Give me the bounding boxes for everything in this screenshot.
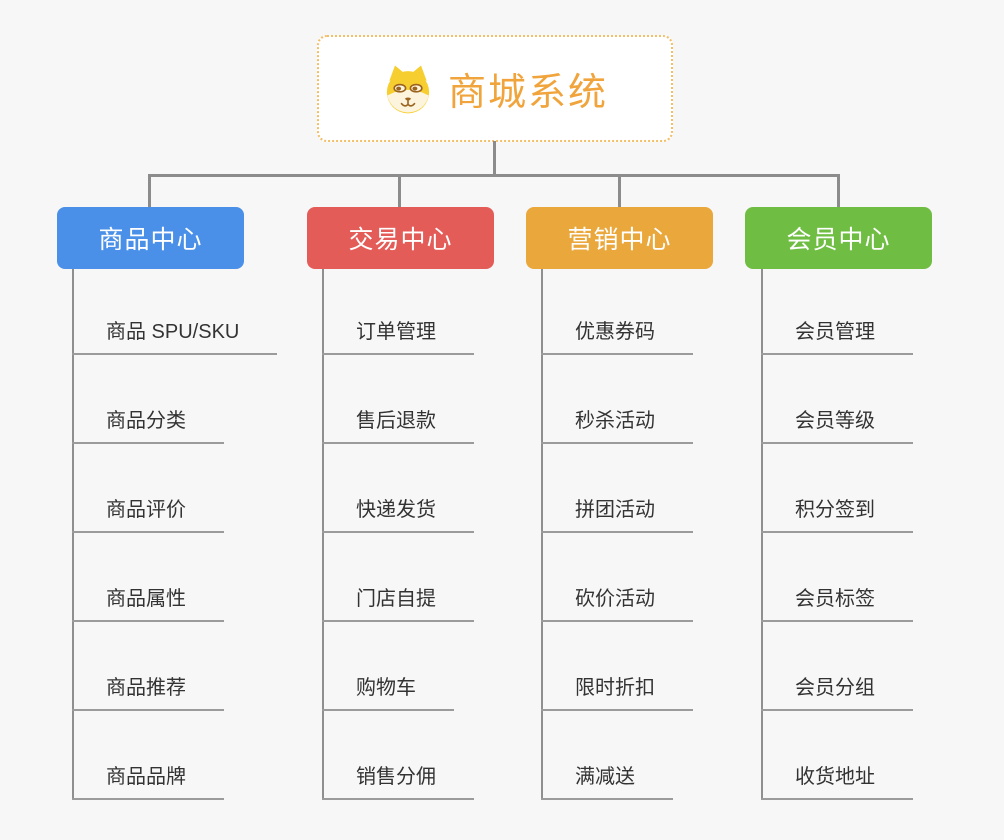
- connector-drop-members: [837, 176, 840, 208]
- subtopic[interactable]: 会员分组: [761, 622, 913, 711]
- branch-label: 会员中心: [786, 226, 891, 254]
- subtopic[interactable]: 商品属性: [72, 533, 224, 622]
- subtopic[interactable]: 会员标签: [761, 533, 913, 622]
- branch-topic-members[interactable]: 会员中心: [745, 207, 932, 269]
- subtopic[interactable]: 门店自提: [322, 533, 474, 622]
- subtopic[interactable]: 售后退款: [322, 355, 474, 444]
- subtopic[interactable]: 商品分类: [72, 355, 224, 444]
- branch-label: 营销中心: [567, 226, 672, 254]
- branch-items-trade: 订单管理 售后退款 快递发货 门店自提 购物车 销售分佣: [322, 269, 474, 800]
- branch-topic-marketing[interactable]: 营销中心: [526, 207, 713, 269]
- branch-topic-products[interactable]: 商品中心: [57, 207, 244, 269]
- subtopic[interactable]: 满减送: [541, 711, 673, 800]
- subtopic[interactable]: 商品品牌: [72, 711, 224, 800]
- connector-root-vertical: [493, 141, 496, 175]
- connector-drop-marketing: [618, 176, 621, 208]
- branch-items-products: 商品 SPU/SKU 商品分类 商品评价 商品属性 商品推荐 商品品牌: [72, 269, 278, 800]
- branch-items-marketing: 优惠券码 秒杀活动 拼团活动 砍价活动 限时折扣 满减送: [541, 269, 693, 800]
- subtopic[interactable]: 砍价活动: [541, 533, 693, 622]
- dog-face-icon: [382, 63, 434, 115]
- subtopic[interactable]: 积分签到: [761, 444, 913, 533]
- subtopic[interactable]: 商品评价: [72, 444, 224, 533]
- connector-trunk-horizontal: [148, 174, 840, 177]
- subtopic[interactable]: 会员等级: [761, 355, 913, 444]
- branch-topic-trade[interactable]: 交易中心: [307, 207, 494, 269]
- subtopic[interactable]: 收货地址: [761, 711, 913, 800]
- subtopic[interactable]: 拼团活动: [541, 444, 693, 533]
- subtopic[interactable]: 销售分佣: [322, 711, 474, 800]
- branch-spine-trade: [322, 269, 324, 800]
- subtopic[interactable]: 商品推荐: [72, 622, 224, 711]
- branch-label: 交易中心: [348, 226, 453, 254]
- branch-spine-members: [761, 269, 763, 800]
- subtopic[interactable]: 秒杀活动: [541, 355, 693, 444]
- subtopic[interactable]: 快递发货: [322, 444, 474, 533]
- branch-spine-marketing: [541, 269, 543, 800]
- connector-drop-trade: [398, 176, 401, 208]
- subtopic[interactable]: 购物车: [322, 622, 454, 711]
- subtopic[interactable]: 限时折扣: [541, 622, 693, 711]
- root-topic[interactable]: 商城系统: [317, 35, 673, 142]
- branch-spine-products: [72, 269, 74, 800]
- subtopic[interactable]: 商品 SPU/SKU: [72, 269, 278, 355]
- root-topic-label: 商城系统: [447, 72, 608, 114]
- branch-items-members: 会员管理 会员等级 积分签到 会员标签 会员分组 收货地址: [761, 269, 913, 800]
- branch-label: 商品中心: [98, 226, 203, 254]
- subtopic[interactable]: 会员管理: [761, 269, 913, 355]
- subtopic[interactable]: 优惠券码: [541, 269, 693, 355]
- subtopic[interactable]: 订单管理: [322, 269, 474, 355]
- connector-drop-products: [148, 176, 151, 208]
